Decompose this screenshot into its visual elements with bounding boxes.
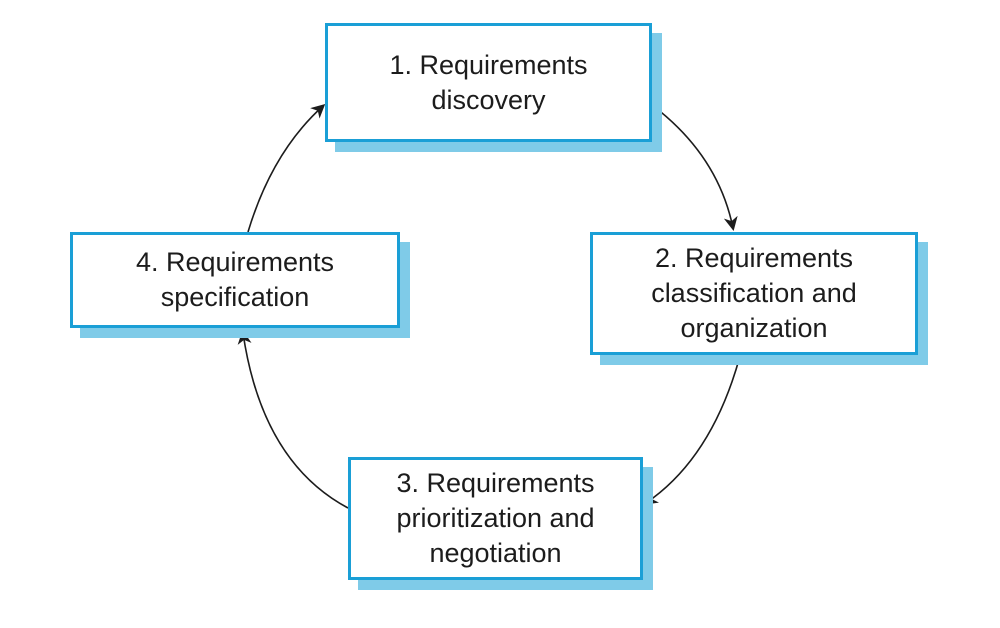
stage-label: 1. Requirements discovery: [389, 49, 588, 115]
arrow-3-to-4: [237, 330, 349, 509]
stage-requirements-prioritization: 3. Requirements prioritization and negot…: [348, 457, 653, 590]
arrow-1-to-2: [651, 104, 738, 231]
stage-box: 3. Requirements prioritization and negot…: [348, 457, 643, 580]
arrow-4-to-1: [247, 103, 326, 233]
stage-label: 4. Requirements specification: [135, 247, 335, 312]
stage-label: 3. Requirements prioritization and negot…: [396, 468, 595, 568]
arrow-2-to-3: [643, 355, 741, 505]
stage-label: 2. Requirements classification and organ…: [651, 243, 857, 343]
stage-box: 2. Requirements classification and organ…: [590, 232, 918, 355]
stage-requirements-specification: 4. Requirements specification: [70, 232, 410, 338]
stage-requirements-discovery: 1. Requirements discovery: [325, 23, 662, 152]
stage-box: 4. Requirements specification: [70, 232, 400, 328]
stage-box: 1. Requirements discovery: [325, 23, 652, 142]
stage-requirements-classification: 2. Requirements classification and organ…: [590, 232, 928, 365]
